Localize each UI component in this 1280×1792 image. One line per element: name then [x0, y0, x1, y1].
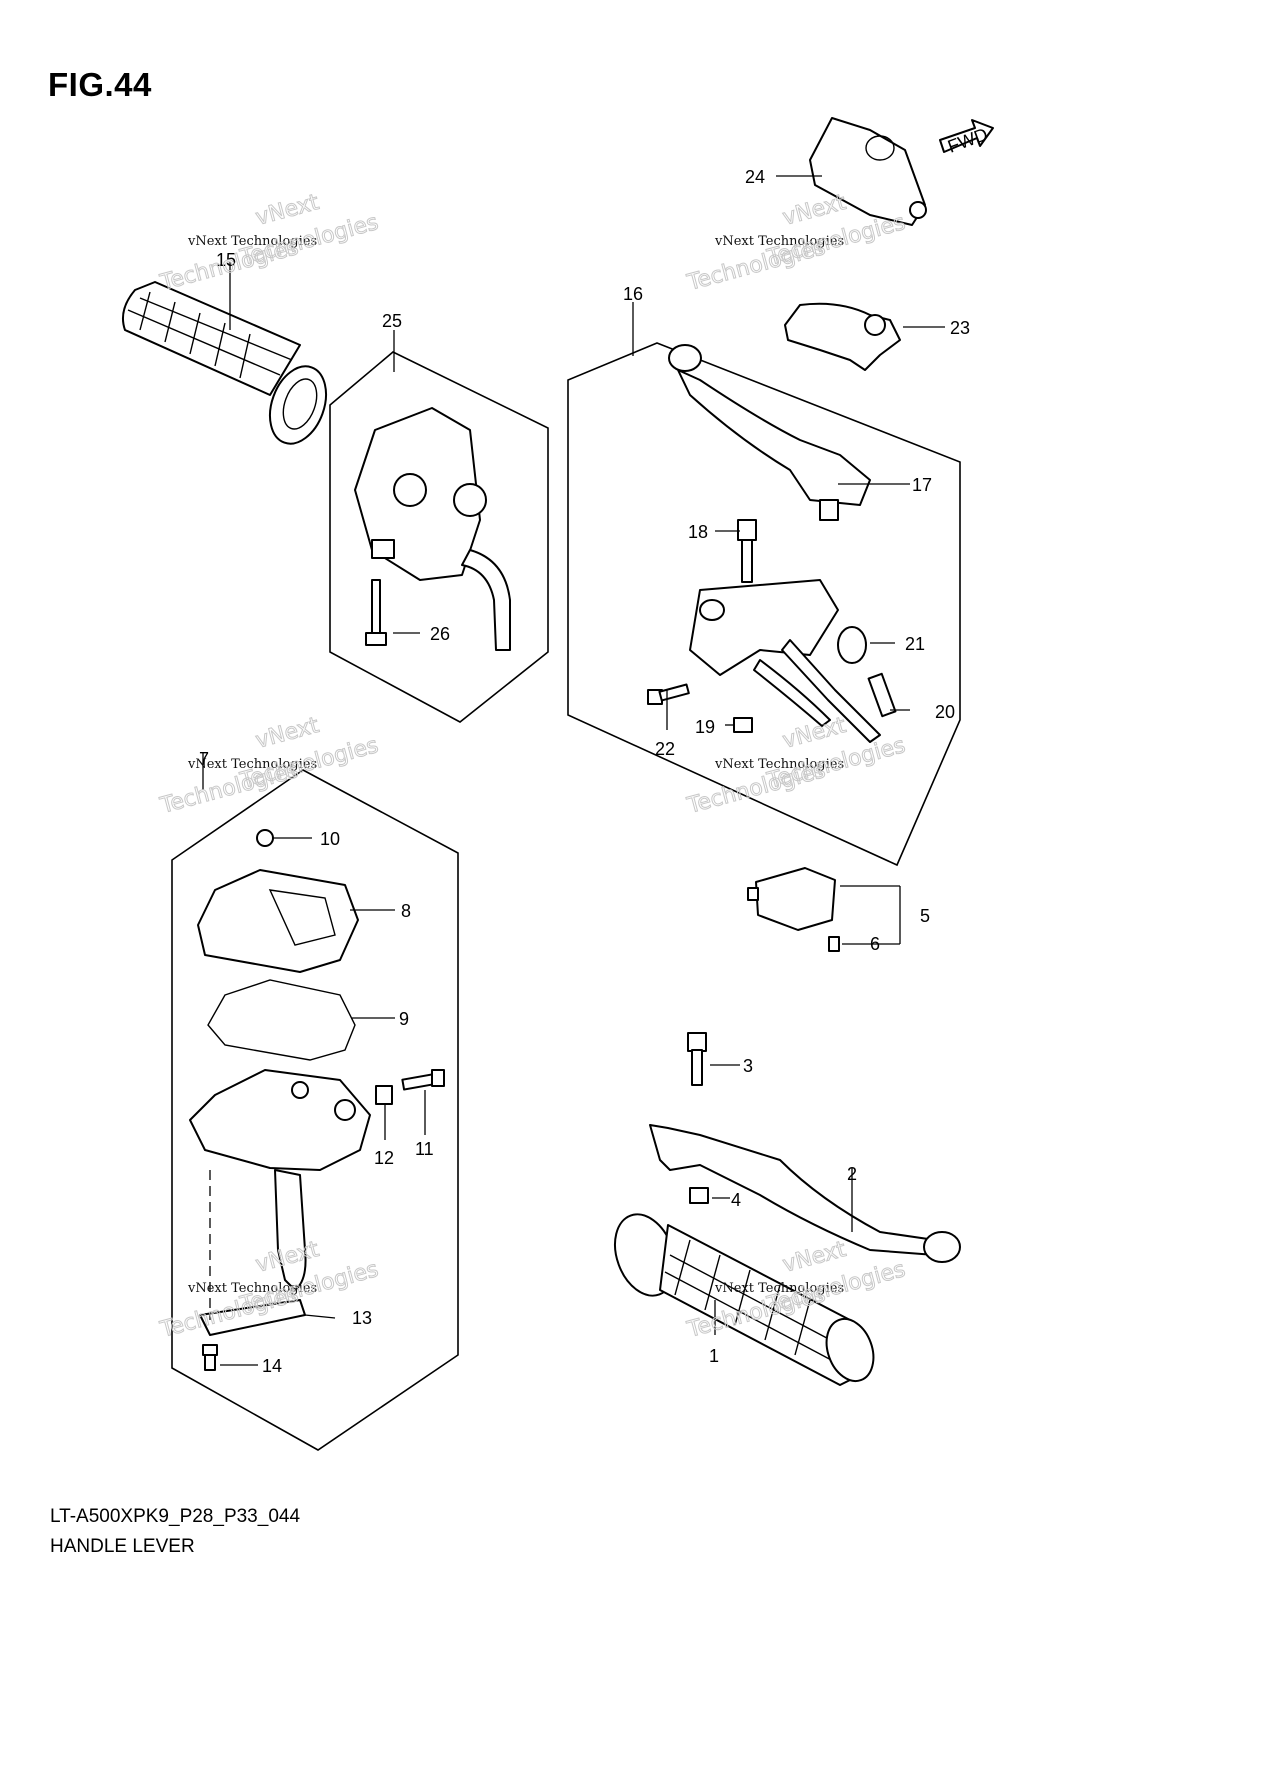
callout-19: 19: [695, 717, 715, 737]
nut-4: [689, 1187, 709, 1204]
nut-12: [375, 1085, 393, 1105]
svg-text:vNext Technologies: vNext Technologies: [714, 757, 844, 772]
cover-8: [197, 869, 359, 973]
switch-5: [747, 867, 836, 931]
screw-14: [202, 1344, 218, 1371]
svg-text:vNext: vNext: [253, 713, 322, 754]
pivot-bolt-3: [687, 1032, 707, 1086]
callout-6: 6: [870, 934, 880, 954]
screw-10: [256, 829, 274, 847]
svg-text:vNext Technologies: vNext Technologies: [187, 234, 317, 249]
callout-9: 9: [399, 1009, 409, 1029]
svg-text:vNext: vNext: [253, 190, 322, 231]
leader-lines: [202, 175, 945, 1366]
assembly-box-25: [329, 351, 549, 723]
brake-lever-17: [668, 344, 871, 521]
master-cylinder-body: [689, 579, 881, 743]
assembly-box-16: [567, 342, 961, 867]
grip-1: [614, 1213, 875, 1386]
lever-2: [649, 1124, 961, 1263]
callout-25: 25: [382, 311, 402, 331]
svg-text:vNext: vNext: [780, 1237, 849, 1278]
screw-26: [365, 579, 387, 646]
watermark-bottom-left: vNext vNext Technologies Technologies Te…: [157, 1236, 382, 1343]
bolt-22: [647, 683, 690, 705]
callout-5: 5: [920, 906, 930, 926]
model-code: LT-A500XPK9_P28_P33_044: [50, 1506, 301, 1527]
bolt-11: [401, 1069, 445, 1091]
screw-6: [828, 936, 840, 952]
assembly-box-7: [171, 769, 459, 1451]
svg-text:vNext Technologies: vNext Technologies: [187, 1281, 317, 1296]
fwd-arrow-icon: FWD: [939, 119, 994, 157]
callout-2: 2: [847, 1164, 857, 1184]
callout-14: 14: [262, 1356, 282, 1376]
svg-text:vNext Technologies: vNext Technologies: [187, 757, 317, 772]
callout-15: 15: [216, 250, 236, 270]
callout-11: 11: [415, 1139, 434, 1159]
callout-20: 20: [935, 702, 955, 722]
svg-text:vNext Technologies: vNext Technologies: [714, 1281, 844, 1296]
adjuster-21: [837, 626, 867, 664]
callout-13: 13: [352, 1308, 372, 1328]
watermark-top-left: vNext vNext Technologies Technologies Te…: [157, 189, 382, 296]
nut-19: [733, 717, 753, 733]
callout-26: 26: [430, 624, 450, 644]
svg-text:vNext Technologies: vNext Technologies: [714, 234, 844, 249]
callout-16: 16: [623, 284, 643, 304]
callout-17: 17: [912, 475, 932, 495]
callout-labels: 1 2 3 4 5 6 7 8 9 10 11 12 13 14 15 16 1…: [199, 167, 970, 1376]
pivot-bolt-18: [737, 519, 757, 583]
callout-1: 1: [709, 1346, 719, 1366]
svg-text:vNext: vNext: [780, 190, 849, 231]
grip-15: [122, 281, 328, 445]
callout-10: 10: [320, 829, 340, 849]
watermark-mid-left: vNext vNext Technologies Technologies Te…: [157, 712, 382, 819]
callout-7: 7: [199, 749, 209, 769]
callout-24: 24: [745, 167, 765, 187]
figure-name: HANDLE LEVER: [50, 1536, 195, 1557]
handlebar-switch-25: [354, 407, 511, 651]
bracket-23: [784, 302, 901, 371]
callout-22: 22: [655, 739, 675, 759]
figure-title: FIG.44: [48, 66, 152, 103]
callout-3: 3: [743, 1056, 753, 1076]
callout-12: 12: [374, 1148, 394, 1168]
callout-18: 18: [688, 522, 708, 542]
gasket-9: [207, 979, 356, 1061]
callout-4: 4: [731, 1190, 741, 1210]
callout-23: 23: [950, 318, 970, 338]
fwd-label: FWD: [945, 124, 990, 157]
cover-24: [809, 117, 927, 226]
callout-21: 21: [905, 634, 925, 654]
bolt-20: [867, 672, 897, 718]
callout-8: 8: [401, 901, 411, 921]
throttle-housing: [189, 1069, 371, 1291]
